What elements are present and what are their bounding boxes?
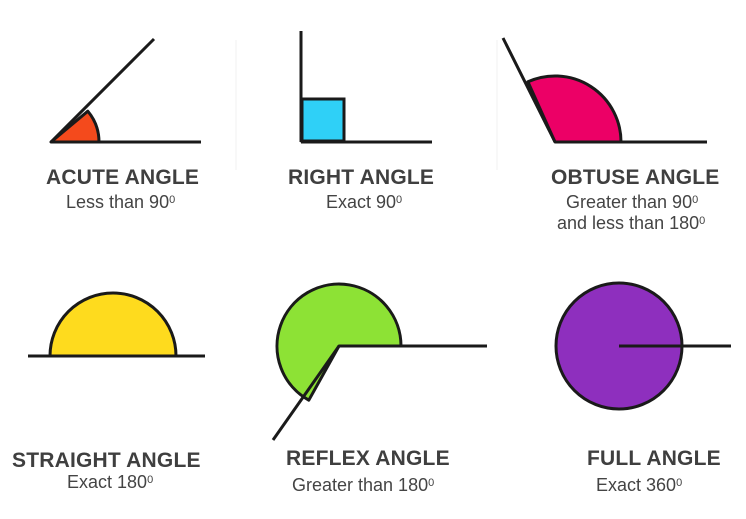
obtuse-desc-text: Greater than 90	[566, 192, 693, 212]
right-angle-figure	[299, 31, 432, 144]
degree-mark: 0	[396, 194, 403, 206]
right-angle-square	[300, 97, 346, 143]
acute-desc-text: Less than 90	[66, 192, 170, 212]
acute-angle-arc	[49, 109, 101, 144]
degree-mark: 0	[169, 194, 176, 206]
reflex-angle-desc: Greater than 1800	[292, 474, 434, 496]
right-desc-text: Exact 90	[326, 192, 397, 212]
full-angle-title: FULL ANGLE	[587, 447, 721, 470]
right-angle-desc: Exact 900	[326, 191, 402, 213]
obtuse-angle-title: OBTUSE ANGLE	[551, 166, 720, 189]
straight-angle-figure	[28, 291, 205, 358]
straight-angle-arc	[48, 291, 178, 358]
full-angle-desc: Exact 3600	[596, 474, 682, 496]
obtuse-angle-desc: Greater than 900	[566, 191, 698, 213]
degree-mark: 0	[428, 477, 435, 489]
reflex-desc-text: Greater than 180	[292, 475, 429, 495]
reflex-angle-figure	[271, 282, 487, 441]
acute-arm-ray	[49, 37, 156, 144]
full-angle-figure	[554, 281, 731, 411]
reflex-arm-ray	[271, 345, 341, 441]
acute-angle-figure	[49, 37, 201, 144]
reflex-angle-title: REFLEX ANGLE	[286, 447, 450, 470]
degree-mark: 0	[676, 477, 683, 489]
right-angle-title: RIGHT ANGLE	[288, 166, 435, 189]
obtuse-arm-ray	[501, 37, 557, 143]
obtuse-angle-arc	[526, 74, 623, 144]
acute-angle-title: ACUTE ANGLE	[46, 166, 200, 189]
acute-angle-desc: Less than 900	[66, 191, 175, 213]
straight-desc-text: Exact 180	[67, 472, 148, 492]
straight-angle-title: STRAIGHT ANGLE	[12, 449, 201, 472]
degree-mark: 0	[699, 215, 706, 227]
degree-mark: 0	[692, 194, 699, 206]
obtuse-angle-figure	[501, 37, 707, 144]
obtuse-angle-desc-line2: and less than 1800	[557, 212, 705, 234]
obtuse-desc-text-2: and less than 180	[557, 213, 700, 233]
straight-angle-desc: Exact 1800	[67, 471, 153, 493]
degree-mark: 0	[147, 474, 154, 486]
full-desc-text: Exact 360	[596, 475, 677, 495]
reflex-angle-arc	[275, 282, 403, 402]
